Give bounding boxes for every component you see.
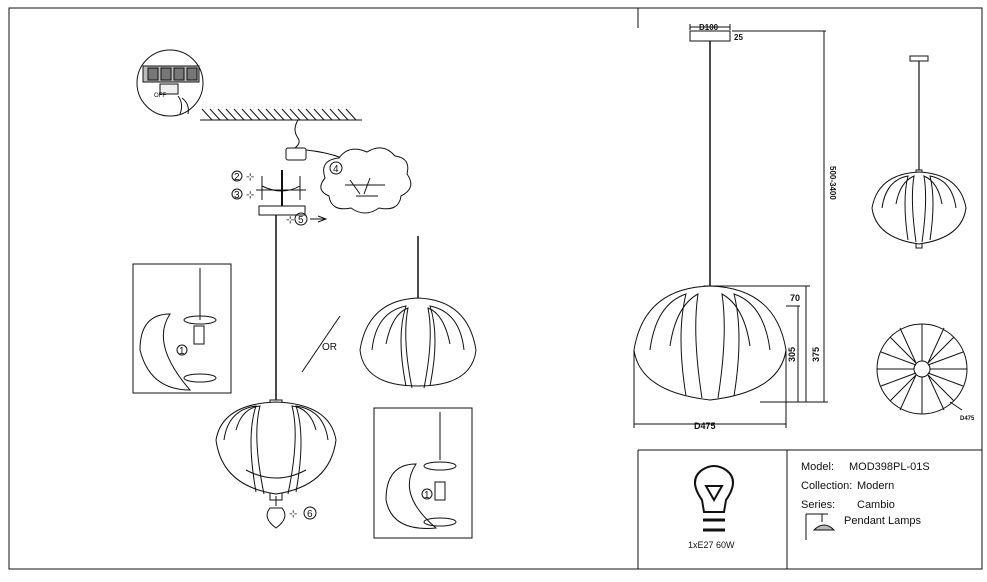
or-label: OR (322, 342, 337, 353)
dim-canopy-diameter: D100 (699, 23, 719, 32)
detail-box-right (373, 407, 473, 539)
series-label: Series: (801, 499, 835, 511)
or-arrow (301, 315, 341, 373)
collection-label: Collection: (801, 480, 852, 492)
plan-view (876, 323, 968, 415)
step-6-label: 6 (307, 509, 313, 520)
screwdriver-icon: ⊹ (246, 172, 254, 183)
detail-box-left (132, 263, 232, 394)
dim-plan-diameter: D475 (960, 416, 975, 422)
step-5-marker (294, 212, 308, 226)
wiring-detail-cloud (320, 147, 412, 214)
step-2-marker (231, 170, 243, 182)
side-view (871, 55, 967, 249)
detail-step-1-label-a: 1 (179, 346, 185, 357)
screwdriver-tip-icon (310, 215, 328, 223)
detail-step-1-label-b: 1 (424, 490, 430, 501)
power-off-illustration: OFF (136, 49, 204, 117)
dim-canopy-height: 25 (734, 33, 743, 42)
dim-shade-height: 305 (787, 347, 797, 362)
terminal-leader (305, 149, 343, 159)
lamp-shade-assembly (215, 399, 337, 501)
screw-icon-3: ⊹ (289, 509, 297, 520)
model-label: Model: (801, 461, 834, 473)
step-6-marker (303, 506, 317, 520)
step-5-label: 5 (298, 215, 304, 226)
dim-shade-diameter: D475 (694, 421, 716, 431)
mounting-bracket (256, 170, 306, 206)
bulb-symbol-icon (694, 465, 734, 532)
bulb-icon (266, 496, 286, 529)
detail-step-1-marker-a (176, 344, 188, 356)
dim-cord-length: 500-3400 (828, 166, 837, 200)
step-4-marker (329, 161, 343, 175)
pendant-type-icon (805, 513, 836, 540)
canopy (258, 205, 306, 216)
dimension-drawing (633, 24, 828, 428)
type-value: Pendant Lamps (844, 515, 922, 527)
sheet-frame (8, 7, 983, 570)
model-value: MOD398PL-01S (849, 461, 930, 473)
step-4-label: 4 (333, 164, 339, 175)
dim-top-offset: 70 (790, 293, 800, 303)
detail-step-1-marker-b (421, 488, 433, 500)
screw-icon: ⊹ (286, 215, 294, 226)
step-3-marker (231, 188, 243, 200)
dim-total-height: 375 (811, 347, 821, 362)
lamp-variant (359, 236, 477, 389)
supply-wire (291, 119, 300, 151)
series-value: Cambio (857, 499, 895, 511)
terminal-block (285, 147, 307, 161)
ceiling-hatch (200, 108, 362, 121)
screwdriver-icon-2: ⊹ (246, 190, 254, 201)
step-2-label: 2 (234, 172, 240, 183)
bulb-spec: 1xE27 60W (688, 540, 735, 550)
step-3-label: 3 (234, 190, 240, 201)
switch-off-label: OFF (154, 93, 166, 99)
collection-value: Modern (857, 480, 894, 492)
